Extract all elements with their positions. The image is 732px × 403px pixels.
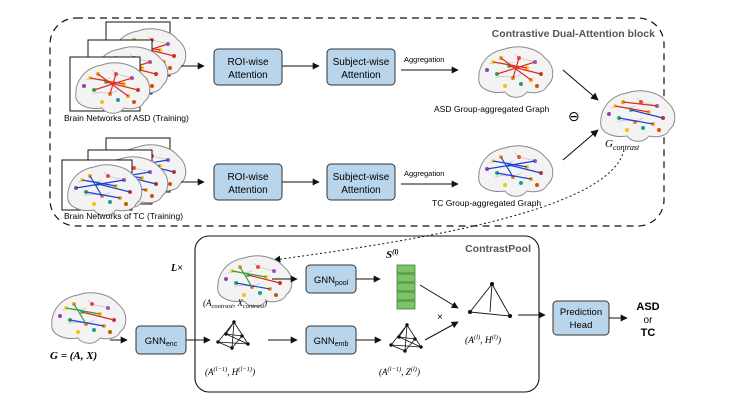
asd-group-caption: ASD Group-aggregated Graph [434,104,550,114]
prediction-head-line1: Prediction [560,307,602,318]
roi-attention-bottom-box: ROI-wise Attention [213,163,283,201]
block-title: Contrastive Dual-Attention block [492,28,656,40]
prediction-head-box: Prediction Head [552,300,610,336]
times-symbol: × [437,312,443,323]
aggregation-bottom-label: Aggregation [404,169,444,178]
g-contrast-brain [601,91,675,141]
roi-attention-top-box: ROI-wise Attention [213,48,283,86]
asd-brain-stack [69,21,186,113]
subject-attention-top-box: Subject-wise Attention [326,48,396,86]
roi-attention-top-line1: ROI-wise [227,57,269,68]
output-or: or [644,315,654,326]
input-brain [52,293,126,343]
a-contrast-label: (Acontrast, Xcontrast) [203,298,267,310]
s-label: S(l) [386,248,399,261]
gnn-enc-box: GNNenc [135,325,187,355]
contrastpool-block: ContrastPool L× (Acontrast, Xcontrast) G… [170,235,540,393]
subject-attention-bottom-line2: Attention [341,185,380,196]
roi-attention-top-line2: Attention [228,70,267,81]
ah-out-label: (A(l), H(l)) [465,334,501,346]
subject-attention-bottom-line1: Subject-wise [333,172,390,183]
contrastive-dual-attention-block: Contrastive Dual-Attention block Brain N… [49,17,675,227]
repeat-label: L× [170,263,183,274]
svg-text:GNNemb: GNNemb [314,336,349,348]
contrast-brain-small [218,256,292,306]
input-equation: G = (A, X) [50,350,97,362]
tc-brain-stack [61,137,186,215]
roi-attention-bottom-line2: Attention [228,185,267,196]
minus-symbol: ⊖ [568,108,580,124]
asd-stack-caption: Brain Networks of ASD (Training) [64,113,189,123]
tc-group-caption: TC Group-aggregated Graph [432,198,541,208]
roi-attention-bottom-line1: ROI-wise [227,172,269,183]
contrastpool-title: ContrastPool [465,243,531,255]
graph-icon-prev [216,320,250,350]
g-contrast-label: Gcontrast [605,138,640,152]
ah-prev-label: (A(l−1), H(l−1)) [205,366,255,377]
output-graph-icon [467,281,513,319]
svg-text:GNNenc: GNNenc [145,336,178,348]
tc-stack-caption: Brain Networks of TC (Training) [64,211,183,221]
tc-group-brain [479,146,553,196]
asd-group-brain [479,47,553,97]
subject-attention-bottom-box: Subject-wise Attention [326,163,396,201]
gnn-pool-box: GNNpool [305,264,357,294]
aggregation-top-label: Aggregation [404,55,444,64]
output-tc: TC [641,327,656,339]
s-matrix-bars [396,264,416,310]
subject-attention-top-line1: Subject-wise [333,57,390,68]
graph-icon-emb [389,323,423,353]
output-asd: ASD [636,301,659,313]
gnn-emb-box: GNNemb [305,325,357,355]
svg-text:GNNpool: GNNpool [314,275,349,287]
subject-attention-top-line2: Attention [341,70,380,81]
az-label: (A(l−1), Z(l)) [379,366,420,377]
prediction-head-line2: Head [570,320,593,331]
